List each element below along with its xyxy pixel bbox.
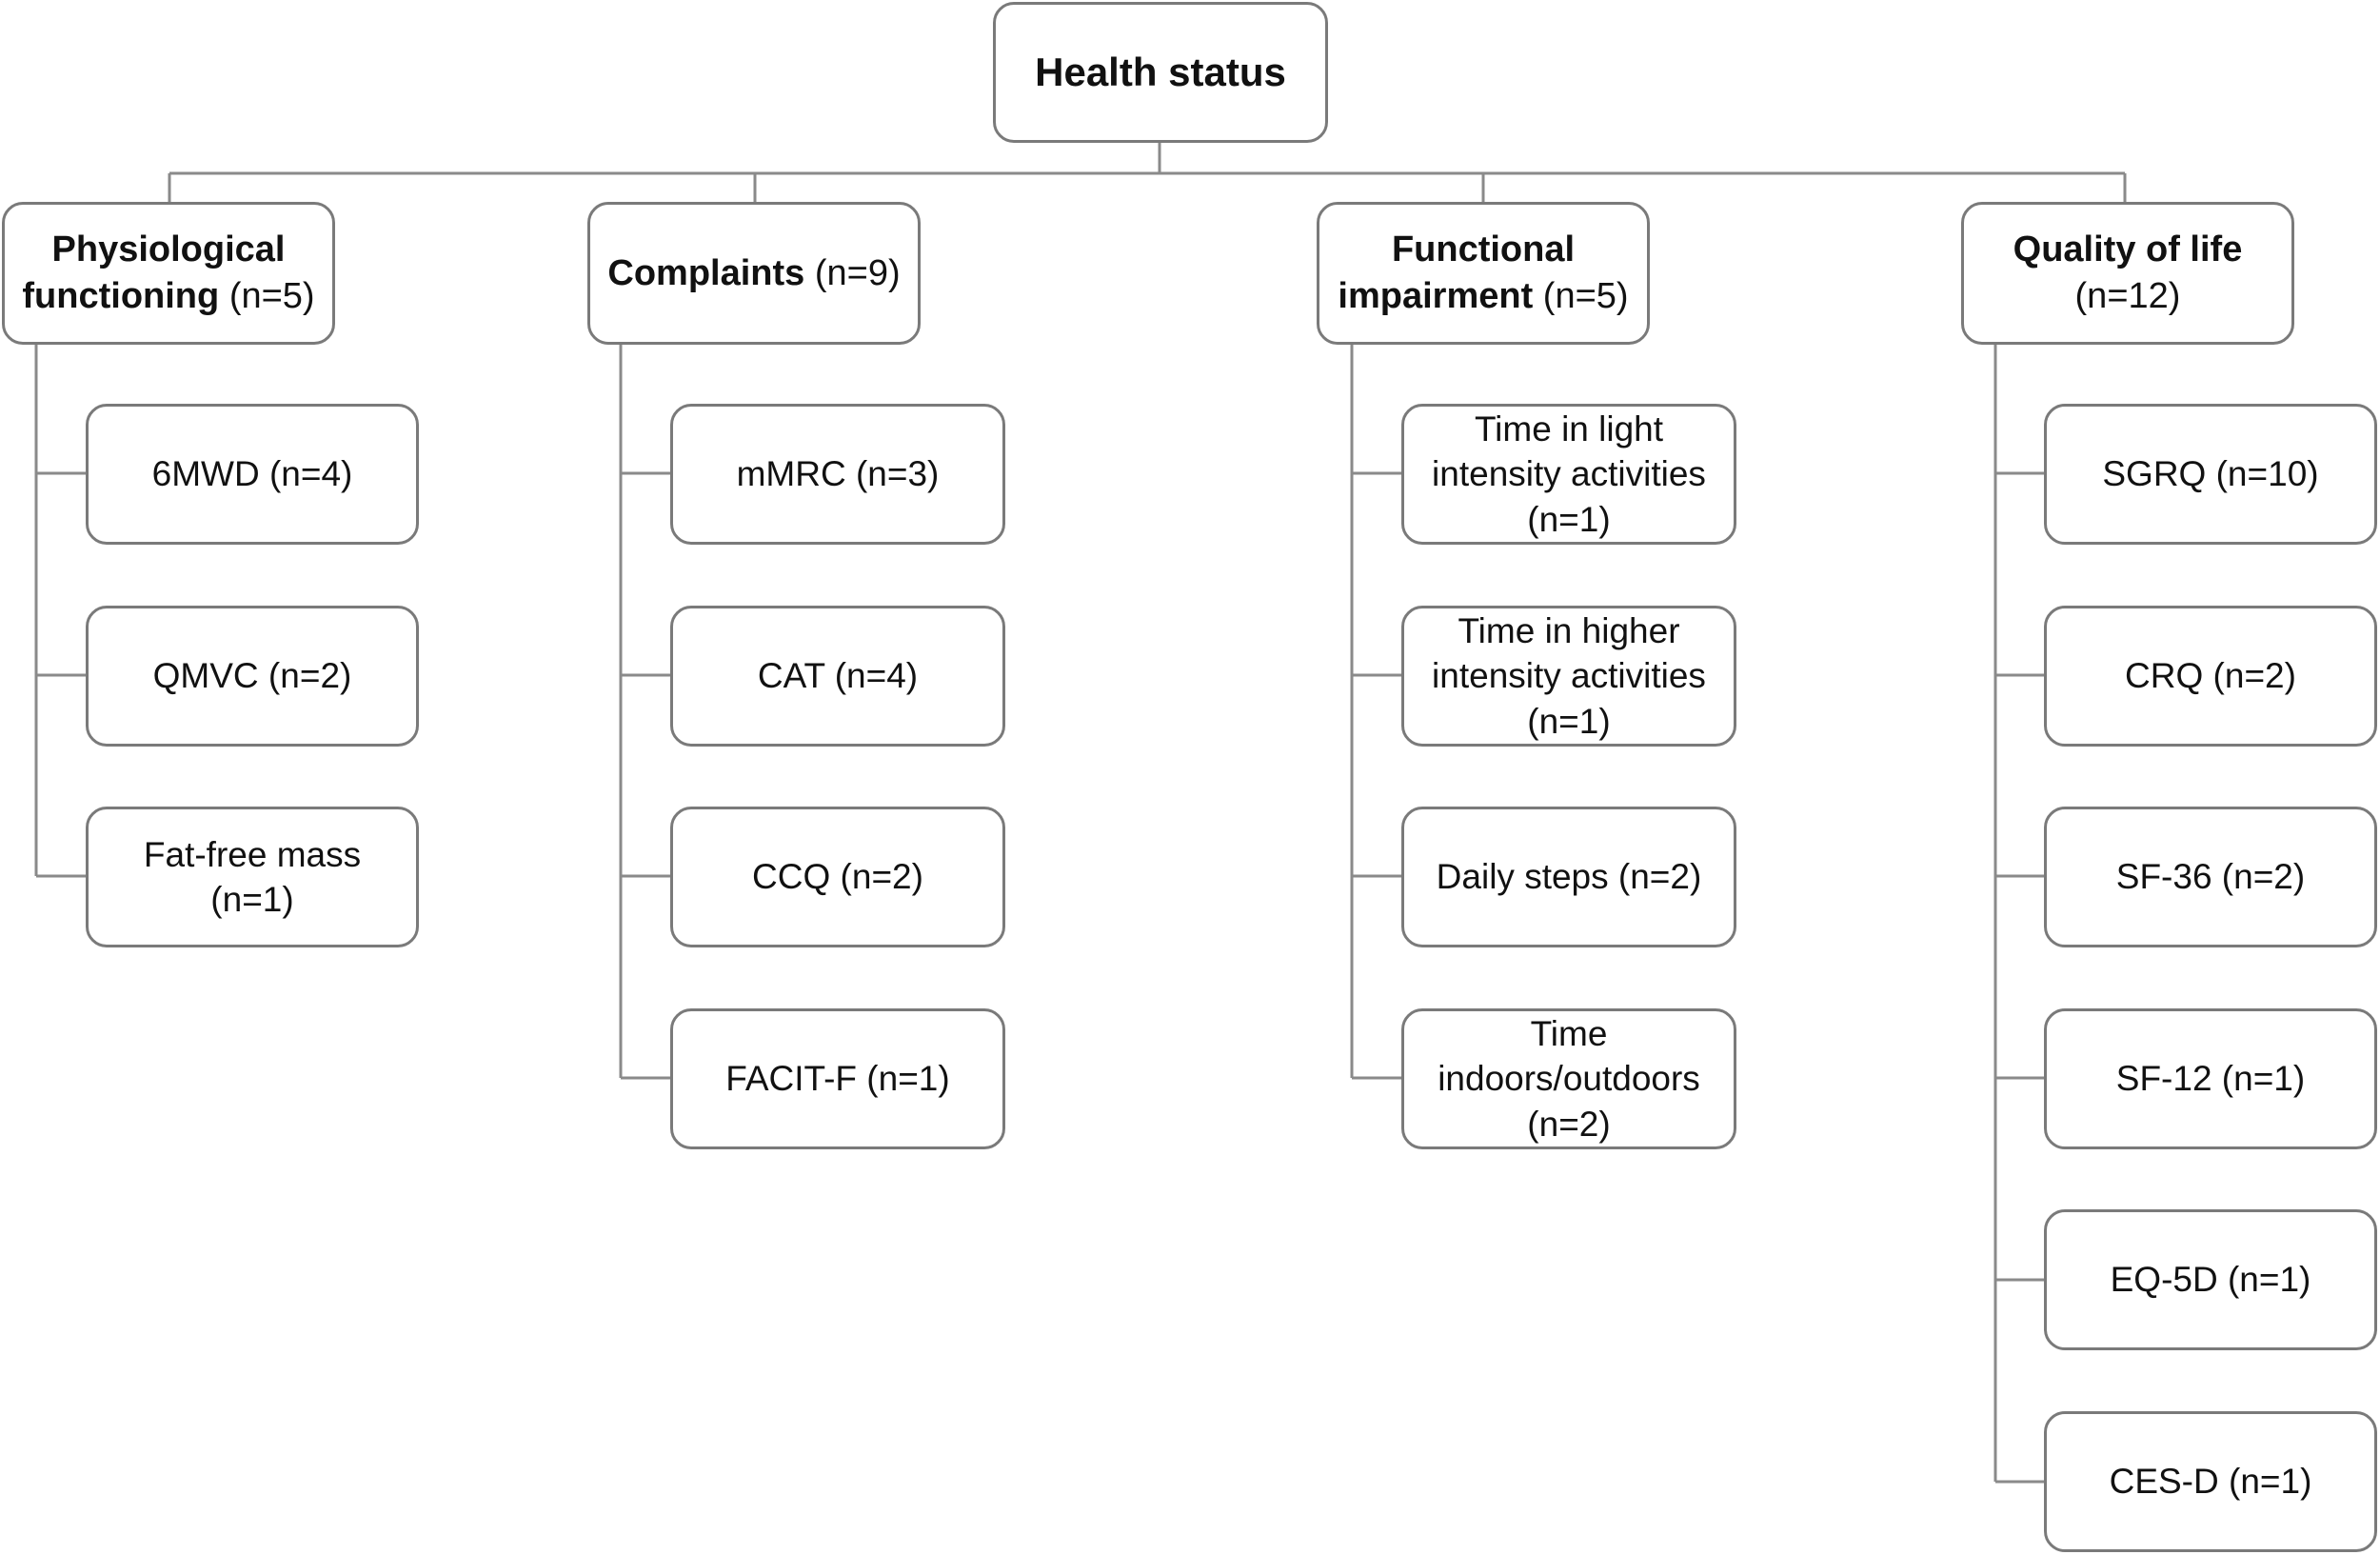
item-label: mMRC (n=3) — [736, 454, 940, 494]
item-label: (n=2) — [1527, 1104, 1611, 1144]
category-count: (n=5) — [1542, 276, 1629, 316]
category-functional-impairment: Functional impairment (n=5) — [1317, 202, 1650, 345]
category-name: Physiological — [51, 229, 286, 270]
item-label: SGRQ (n=10) — [2102, 454, 2319, 494]
item-6mwd: 6MWD (n=4) — [86, 404, 419, 545]
item-label: CRQ (n=2) — [2125, 656, 2296, 696]
item-label: 6MWD (n=4) — [151, 454, 353, 494]
item-sf36: SF-36 (n=2) — [2044, 807, 2377, 947]
item-daily-steps: Daily steps (n=2) — [1401, 807, 1736, 947]
category-count: (n=5) — [228, 276, 315, 316]
item-label: (n=1) — [1527, 499, 1611, 539]
item-label: intensity activities — [1432, 454, 1706, 494]
item-crq: CRQ (n=2) — [2044, 606, 2377, 747]
item-ccq: CCQ (n=2) — [670, 807, 1005, 947]
category-name: functioning — [22, 276, 220, 316]
item-label: Time in higher — [1458, 610, 1680, 650]
item-fat-free-mass: Fat-free mass (n=1) — [86, 807, 419, 947]
item-label: FACIT-F (n=1) — [725, 1059, 950, 1099]
item-label: Time — [1530, 1013, 1608, 1053]
item-label: Fat-free mass — [143, 834, 362, 874]
item-cat: CAT (n=4) — [670, 606, 1005, 747]
item-ces-d: CES-D (n=1) — [2044, 1411, 2377, 1552]
item-facit-f: FACIT-F (n=1) — [670, 1008, 1005, 1149]
item-label: Time in light — [1474, 409, 1664, 449]
item-sf12: SF-12 (n=1) — [2044, 1008, 2377, 1149]
category-count: (n=9) — [814, 252, 901, 293]
item-label: QMVC (n=2) — [152, 656, 352, 696]
item-time-higher-intensity: Time in higher intensity activities (n=1… — [1401, 606, 1736, 747]
item-label: intensity activities — [1432, 656, 1706, 696]
category-physiological-functioning: Physiological functioning (n=5) — [2, 202, 335, 345]
category-name: Complaints — [607, 252, 805, 293]
item-label: CCQ (n=2) — [752, 857, 923, 897]
item-label: SF-12 (n=1) — [2115, 1059, 2306, 1099]
item-label: (n=1) — [1527, 701, 1611, 741]
item-label: Daily steps (n=2) — [1436, 857, 1702, 897]
item-mmrc: mMRC (n=3) — [670, 404, 1005, 545]
item-label: CES-D (n=1) — [2109, 1462, 2312, 1502]
item-label: (n=1) — [210, 880, 294, 919]
category-quality-of-life: Quality of life (n=12) — [1961, 202, 2294, 345]
item-sgrq: SGRQ (n=10) — [2044, 404, 2377, 545]
category-name: Quality of life — [2013, 229, 2243, 270]
item-eq5d: EQ-5D (n=1) — [2044, 1209, 2377, 1350]
category-complaints: Complaints (n=9) — [587, 202, 921, 345]
item-label: SF-36 (n=2) — [2115, 857, 2306, 897]
health-status-node: Health status — [993, 2, 1328, 143]
item-time-indoors-outdoors: Time indoors/outdoors (n=2) — [1401, 1008, 1736, 1149]
item-label: CAT (n=4) — [757, 656, 919, 696]
item-label: EQ-5D (n=1) — [2110, 1260, 2311, 1300]
category-name: impairment — [1338, 276, 1534, 316]
item-time-light-intensity: Time in light intensity activities (n=1) — [1401, 404, 1736, 545]
category-name: Functional — [1391, 229, 1576, 270]
health-status-label: Health status — [1035, 50, 1286, 95]
category-count: (n=12) — [2074, 276, 2181, 316]
item-qmvc: QMVC (n=2) — [86, 606, 419, 747]
item-label: indoors/outdoors — [1438, 1059, 1700, 1099]
